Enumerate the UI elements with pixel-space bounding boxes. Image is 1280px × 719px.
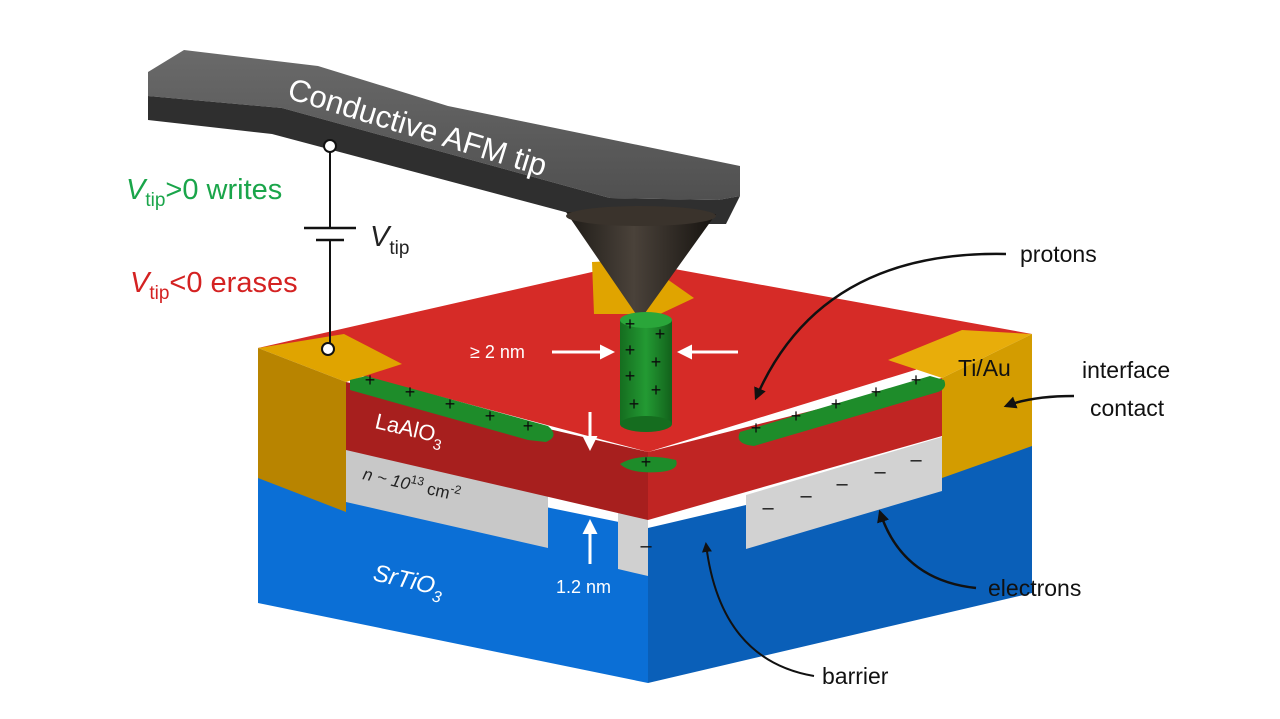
proton-plus-symbol: + <box>625 366 636 386</box>
proton-plus-symbol: + <box>445 394 456 414</box>
proton-plus-symbol: + <box>625 340 636 360</box>
interface-label-line2: contact <box>1090 395 1165 421</box>
contact-label: Ti/Au <box>958 355 1011 381</box>
width-label: ≥ 2 nm <box>470 342 525 362</box>
written-channel <box>620 312 672 432</box>
interface-contact-arrow <box>1003 394 1075 409</box>
write-label: Vtip>0 writes <box>126 174 282 211</box>
proton-plus-symbol: + <box>625 314 636 334</box>
proton-plus-symbol: + <box>651 380 662 400</box>
proton-plus-symbol: + <box>655 324 666 344</box>
proton-plus-symbol: + <box>485 406 496 426</box>
proton-plus-symbol: + <box>641 452 652 472</box>
callout-arrows <box>701 252 1075 677</box>
proton-plus-symbol: + <box>751 418 762 438</box>
electron-minus-symbol: – <box>874 461 886 483</box>
afm-tip <box>148 50 740 320</box>
ti-au-contacts <box>258 260 1032 512</box>
barrier-label: barrier <box>822 663 889 689</box>
electron-minus-symbols: – – – – – – <box>640 449 922 557</box>
srtio3-substrate <box>258 438 1032 683</box>
electrons-arrow <box>877 509 977 590</box>
proton-plus-symbol: + <box>911 370 922 390</box>
contact-terminal-node <box>321 342 335 356</box>
proton-plus-symbol: + <box>365 370 376 390</box>
proton-plus-symbol: + <box>629 394 640 414</box>
proton-plus-symbol: + <box>791 406 802 426</box>
tip-voltage-circuit <box>304 139 356 356</box>
protons-arrow <box>754 252 1007 401</box>
proton-plus-symbols: + + + + + + + + + + + + + + + + + + <box>365 314 922 472</box>
interface-label-line1: interface <box>1082 357 1170 383</box>
density-label: n ~ 1013 cm-2 <box>361 461 463 505</box>
electron-minus-symbol: – <box>800 485 812 507</box>
electron-minus-symbol: – <box>836 473 848 495</box>
dimension-arrows <box>552 344 738 564</box>
erase-label: Vtip<0 erases <box>130 267 298 304</box>
tip-terminal-node <box>323 139 337 153</box>
interface-2deg <box>346 437 942 576</box>
electron-minus-symbol: – <box>762 497 774 519</box>
proton-plus-symbol: + <box>871 382 882 402</box>
proton-plus-symbol: + <box>831 394 842 414</box>
source-label: Vtip <box>370 221 409 259</box>
proton-strips <box>350 376 946 473</box>
barrier-arrow <box>701 542 815 677</box>
protons-label: protons <box>1020 241 1097 267</box>
electron-minus-symbol: – <box>640 535 652 557</box>
thickness-label: 1.2 nm <box>556 577 611 597</box>
electron-minus-symbol: – <box>910 449 922 471</box>
electrons-label: electrons <box>988 575 1081 601</box>
proton-plus-symbol: + <box>523 416 534 436</box>
proton-plus-symbol: + <box>405 382 416 402</box>
proton-plus-symbol: + <box>651 352 662 372</box>
